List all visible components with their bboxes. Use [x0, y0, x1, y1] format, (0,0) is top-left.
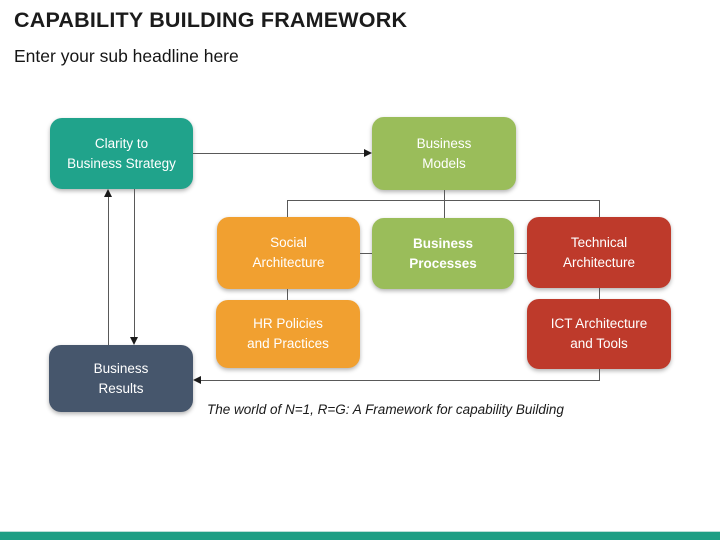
footer-accent-bar	[0, 531, 720, 540]
node-label-line: Business Strategy	[67, 155, 176, 171]
node-label-line: HR Policies	[253, 316, 323, 331]
node-label-line: Business	[416, 135, 472, 151]
arrowhead-up-icon	[104, 189, 112, 197]
connector-branch-bus	[287, 200, 600, 201]
arrowhead-left-icon	[193, 376, 201, 384]
node-label-line: Results	[98, 380, 144, 396]
node-label-line: and Tools	[570, 336, 628, 351]
node-clarity-to-business-strategy: Clarity to Business Strategy	[50, 118, 193, 189]
page-subtitle: Enter your sub headline here	[14, 46, 239, 66]
node-social-architecture: Social Architecture	[217, 217, 360, 289]
node-label-line: Architecture	[562, 254, 636, 270]
node-label-line: Models	[422, 155, 466, 171]
connector-results-clarity	[108, 197, 109, 345]
connector-bus-processes	[444, 200, 445, 218]
arrowhead-down-icon	[130, 337, 138, 345]
node-label-line: ICT Architecture	[550, 316, 648, 331]
page-title: CAPABILITY BUILDING FRAMEWORK	[14, 8, 408, 32]
node-technical-architecture: Technical Architecture	[527, 217, 671, 288]
connector-bus-technical	[599, 200, 600, 217]
connector-social-hr	[287, 289, 288, 300]
node-label-line: Technical	[570, 234, 628, 250]
node-hr-policies-and-practices: HR Policies and Practices	[216, 300, 360, 368]
node-label-line: Architecture	[252, 255, 325, 270]
caption: The world of N=1, R=G: A Framework for c…	[207, 402, 564, 417]
node-ict-architecture-and-tools: ICT Architecture and Tools	[527, 299, 671, 369]
node-label-line: Social	[270, 235, 307, 250]
node-label-line: Clarity to	[94, 135, 149, 151]
node-label-line: Business	[412, 235, 474, 251]
connector-ict-down	[599, 369, 600, 381]
node-label-line: Processes	[409, 255, 477, 271]
connector-clarity-models	[193, 153, 365, 154]
node-label-line: Business	[93, 360, 149, 376]
node-business-processes: Business Processes	[372, 218, 514, 289]
connector-models-down	[444, 190, 445, 200]
node-business-results: Business Results	[49, 345, 193, 412]
connector-bus-social	[287, 200, 288, 217]
connector-social-processes	[360, 253, 372, 254]
arrowhead-right-icon	[364, 149, 372, 157]
node-label-line: and Practices	[247, 336, 329, 351]
node-business-models: Business Models	[372, 117, 516, 190]
connector-processes-technical	[514, 253, 527, 254]
connector-clarity-results	[134, 189, 135, 338]
connector-technical-ict	[599, 288, 600, 299]
connector-ict-results	[200, 380, 600, 381]
